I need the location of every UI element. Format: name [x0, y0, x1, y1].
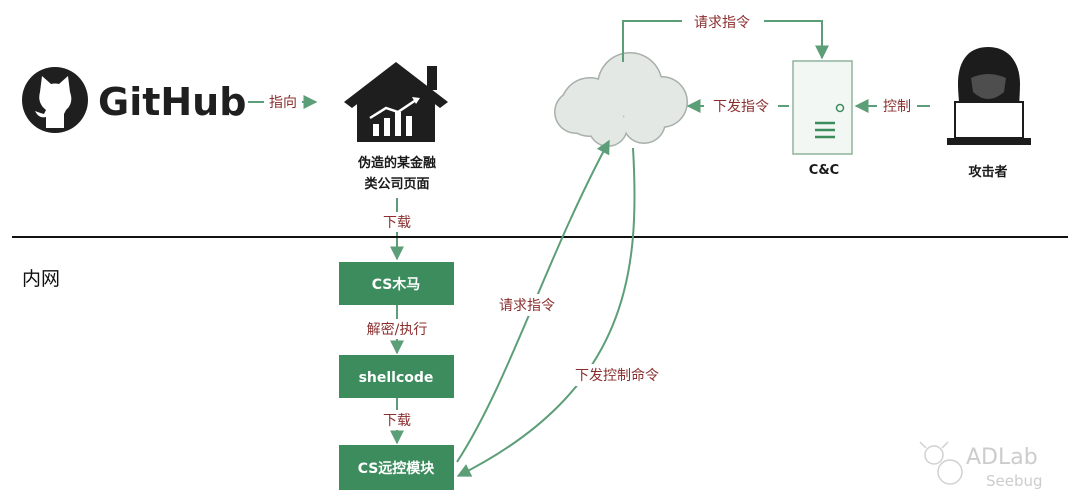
- cs-remote-box: [339, 445, 454, 490]
- shellcode-box: [339, 355, 454, 398]
- label-pointto: 指向: [269, 95, 297, 111]
- fake-site-caption-line2: 类公司页面: [364, 176, 429, 192]
- label-control: 控制: [883, 99, 911, 115]
- label-request-mid: 请求指令: [499, 298, 555, 314]
- label-decrypt-exec: 解密/执行: [367, 321, 428, 338]
- server-icon: [792, 60, 853, 155]
- label-download-1: 下载: [383, 215, 411, 231]
- attacker-label: 攻击者: [968, 164, 1007, 180]
- cs-remote-label: CS远控模块: [358, 460, 436, 477]
- shellcode-label: shellcode: [359, 370, 434, 386]
- fake-site-caption-line1: 伪造的某金融: [357, 155, 436, 171]
- label-issue-control: 下发控制命令: [575, 367, 659, 384]
- seebug-watermark: ADLab Seebug: [919, 441, 1043, 490]
- cloud-icon: [554, 52, 688, 147]
- label-request-top: 请求指令: [694, 15, 750, 31]
- label-issue-cmd: 下发指令: [713, 99, 769, 115]
- github-octocat-icon: [22, 67, 88, 133]
- cs-trojan-box: [339, 262, 454, 305]
- hacker-icon: [947, 47, 1031, 145]
- house-chart-icon: [344, 62, 448, 142]
- watermark-line1: ADLab: [966, 445, 1038, 470]
- cs-trojan-label: CS木马: [372, 276, 421, 293]
- cnc-label: C&C: [809, 163, 839, 178]
- watermark-bug-icon: [919, 441, 963, 485]
- watermark-line2: Seebug: [986, 472, 1043, 490]
- github-wordmark: GitHub: [98, 80, 246, 124]
- intranet-label: 内网: [22, 268, 60, 290]
- arrow-issue-control: [456, 147, 636, 477]
- label-download-2: 下载: [383, 413, 411, 429]
